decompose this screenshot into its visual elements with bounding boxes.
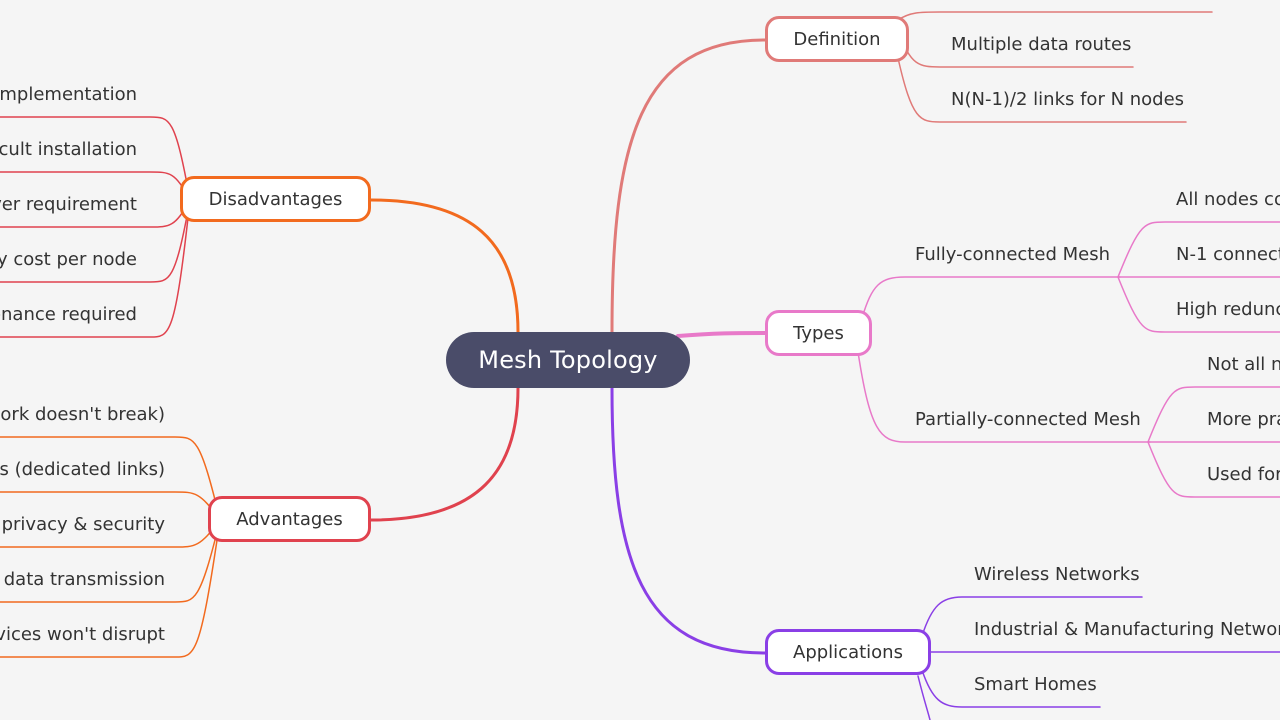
partially-connected-item[interactable]: Used for [1207,464,1280,485]
connector-advantage-leaf [0,519,221,603]
connector-definition-leaf [897,11,1213,21]
branch-definition[interactable]: Definition [765,16,909,62]
disadvantage-item[interactable]: mplementation [0,84,137,105]
branch-advantages[interactable]: Advantages [208,496,371,542]
disadvantage-item[interactable]: ver requirement [0,194,137,215]
application-item[interactable]: Smart Homes [974,674,1097,695]
connector-type-sub [857,351,1151,443]
application-item[interactable]: Wireless Networks [974,564,1140,585]
connector-definition-leaf [897,57,1187,123]
connector-applications [610,386,767,655]
branch-definition-label: Definition [793,28,881,50]
root-node[interactable]: Mesh Topology [446,332,690,388]
advantage-item[interactable]: s (dedicated links) [0,459,165,480]
connector-fully-leaf [1117,221,1280,278]
branch-applications[interactable]: Applications [765,629,931,675]
connector-advantage-leaf [0,436,221,521]
advantage-item[interactable]: data transmission [3,569,165,590]
fully-connected-item[interactable]: All nodes co [1176,189,1280,210]
connector-partially-leaf [1147,441,1280,498]
connector-advantages [369,386,520,522]
connector-disadvantage-leaf [0,199,191,338]
connector-partially-leaf [1147,386,1280,443]
branch-disadvantages-label: Disadvantages [208,188,343,210]
connector-application-leaf [917,675,931,720]
type-partially-connected[interactable]: Partially-connected Mesh [915,409,1141,430]
disadvantage-item[interactable]: y cost per node [0,249,137,270]
connector-disadvantage-leaf [0,199,191,283]
connector-disadvantages [369,198,520,334]
advantage-item[interactable]: ork doesn't break) [0,404,165,425]
branch-types-label: Types [793,322,844,344]
partially-connected-item[interactable]: More pra [1207,409,1280,430]
root-label: Mesh Topology [478,346,658,374]
disadvantage-item[interactable]: cult installation [0,139,137,160]
connector-type-sub [861,276,1121,319]
definition-item[interactable]: Multiple data routes [951,34,1132,55]
connector-advantage-leaf [0,519,221,658]
type-fully-connected[interactable]: Fully-connected Mesh [915,244,1110,265]
application-item[interactable]: Industrial & Manufacturing Networ [974,619,1280,640]
fully-connected-item[interactable]: High redunc [1176,299,1280,320]
branch-disadvantages[interactable]: Disadvantages [180,176,371,222]
connector-fully-leaf [1117,276,1280,333]
advantage-item[interactable]: vices won't disrupt [0,624,165,645]
branch-applications-label: Applications [793,641,903,663]
partially-connected-item[interactable]: Not all n [1207,354,1280,375]
connector-types [676,331,767,338]
fully-connected-item[interactable]: N-1 connect [1176,244,1280,265]
connector-definition [610,38,767,334]
connector-disadvantage-leaf [0,116,191,201]
disadvantage-item[interactable]: enance required [0,304,137,325]
advantage-item[interactable]: privacy & security [1,514,165,535]
connector-application-leaf [921,596,1143,637]
branch-advantages-label: Advantages [236,508,343,530]
definition-item[interactable]: N(N-1)/2 links for N nodes [951,89,1185,110]
branch-types[interactable]: Types [765,310,872,356]
connector-application-leaf [921,669,1101,708]
